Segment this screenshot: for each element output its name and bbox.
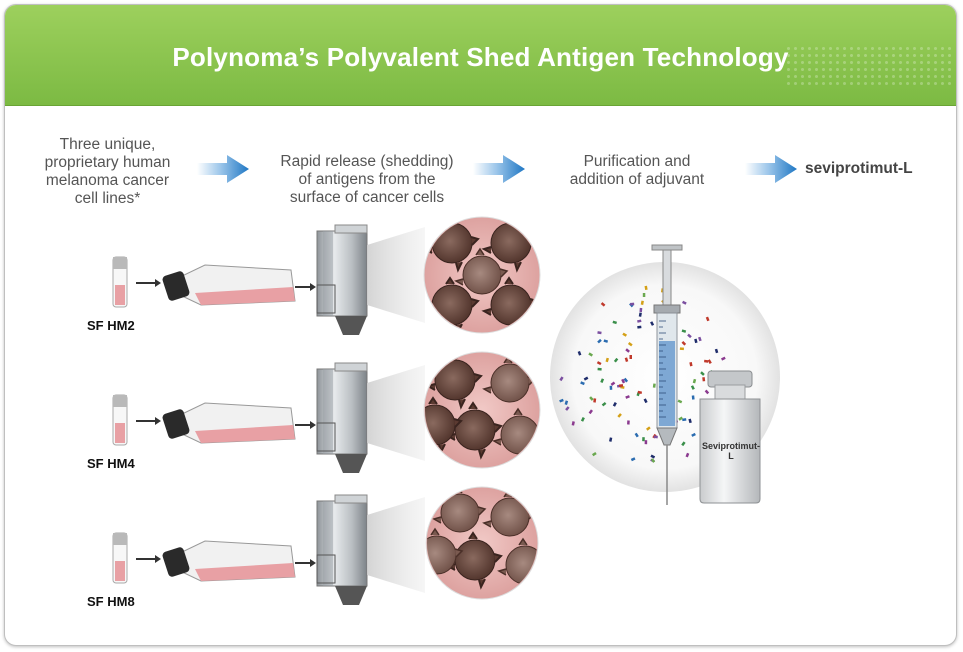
vial-icon [113, 533, 127, 583]
step-purification: Purification and addition of adjuvant [542, 153, 732, 189]
antigen-particle [593, 398, 596, 402]
vial-icon [113, 257, 127, 307]
antigen-particle [654, 436, 658, 439]
antigen-particle [653, 383, 656, 387]
blue-arrow-icon [473, 155, 525, 183]
cell-line-row-3 [113, 487, 550, 605]
cell-magnified-icon [424, 216, 540, 333]
antigen-particle [643, 293, 646, 297]
antigen-particle [619, 384, 623, 387]
bioreactor-icon [317, 363, 367, 473]
cell-magnified-icon [408, 352, 545, 468]
cell-line-label: SF HM4 [87, 456, 135, 471]
blue-arrow-icon [745, 155, 797, 183]
antigen-particle [610, 386, 613, 390]
cell-line-row-1 [113, 216, 540, 335]
cell-line-label: SF HM8 [87, 594, 135, 609]
antigen-particle [639, 308, 642, 312]
antigen-particle [702, 377, 705, 381]
antigen-particle [627, 420, 630, 424]
step-antigen-shedding: Rapid release (shedding) of antigens fro… [262, 153, 472, 207]
antigen-particle [692, 395, 695, 399]
bioreactor-icon [317, 225, 367, 335]
bioreactor-icon [317, 495, 367, 605]
antigen-particle [680, 347, 684, 350]
antigen-particle [630, 303, 634, 306]
antigen-particle [704, 360, 708, 363]
antigen-particle [645, 440, 648, 444]
antigen-particle [598, 368, 602, 371]
step-seviprotimut: seviprotimut-L [805, 160, 945, 178]
cell-line-row-2 [113, 352, 545, 473]
cell-line-label: SF HM2 [87, 318, 135, 333]
flask-icon [162, 541, 295, 581]
antigen-particle [642, 437, 645, 441]
flask-icon [162, 403, 295, 443]
cell-magnified-icon [411, 487, 550, 599]
step-cell-lines: Three unique, proprietary human melanoma… [25, 136, 190, 208]
diagram-card: Polynoma’s Polyvalent Shed Antigen Techn… [4, 4, 957, 646]
vial-label: Seviprotimut-L [702, 441, 760, 461]
blue-arrow-icon [197, 155, 249, 183]
antigen-particle [630, 355, 633, 359]
flask-icon [162, 265, 295, 305]
process-illustration [5, 5, 956, 645]
vial-icon [113, 395, 127, 445]
